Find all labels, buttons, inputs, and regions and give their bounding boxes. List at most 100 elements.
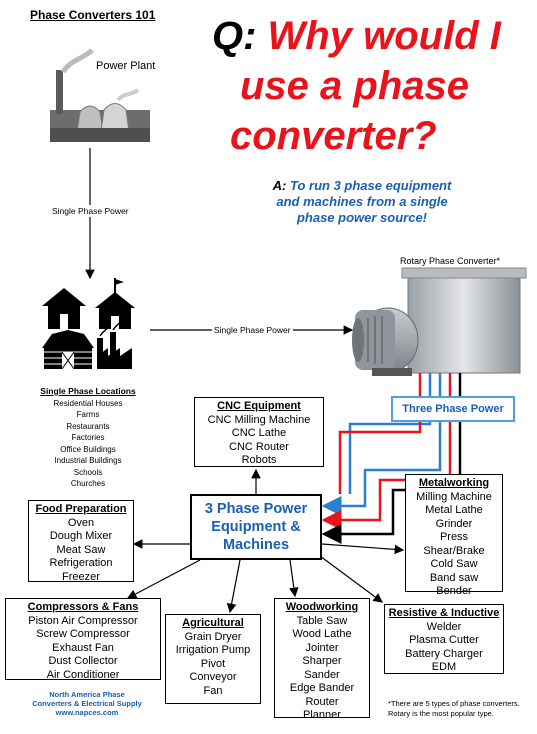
question-line-2: use a phase (240, 64, 470, 108)
wood-item: Table Saw (296, 614, 348, 627)
resistive-heading: Resistive & Inductive (388, 607, 500, 619)
agri-item: Grain Dryer (184, 630, 242, 643)
single-phase-label-vertical: Single Phase Power (52, 205, 129, 217)
central-line-2: Equipment & (211, 519, 301, 535)
footer-website-link[interactable]: www.napces.com (55, 708, 119, 717)
food-item: Dough Mixer (49, 530, 113, 542)
footnote-line-1: *There are 5 types of phase converters. (388, 699, 520, 708)
compressors-fans-box: Compressors & Fans Piston Air Compressor… (5, 598, 161, 681)
cnc-item: CNC Milling Machine (207, 413, 311, 426)
food-item: Meat Saw (56, 543, 106, 556)
metal-item: Milling Machine (416, 490, 492, 503)
location-item: Office Buildings (60, 444, 116, 454)
barn-icon (42, 330, 94, 370)
wire-blue (321, 373, 442, 516)
arrow-to-wood (289, 559, 299, 598)
metal-item: Grinder (435, 517, 473, 530)
metal-item: Press (439, 531, 469, 543)
footnote-line-2: Rotary is the most popular type. (388, 708, 494, 718)
location-item: Residential Houses (53, 398, 123, 408)
location-item: Schools (73, 467, 103, 477)
location-item: Farms (76, 410, 100, 419)
resistive-item: Battery Charger (405, 647, 483, 660)
single-phase-label-horizontal: Single Phase Power (212, 324, 293, 336)
food-item: Refrigeration (49, 557, 113, 569)
location-item: Churches (70, 479, 106, 488)
resistive-inductive-box: Resistive & Inductive Welder Plasma Cutt… (384, 604, 504, 674)
cnc-item: CNC Router (229, 440, 289, 453)
metal-item: Band saw (429, 571, 479, 584)
resistive-item: Welder (426, 620, 462, 633)
house-icon (42, 288, 86, 329)
footer-line-2: Converters & Electrical Supply (32, 699, 142, 708)
arrow-to-compressors (126, 559, 201, 599)
wood-item: Sander (304, 668, 340, 681)
arrow-to-metal (321, 543, 405, 555)
wood-item: Planner (303, 709, 341, 721)
metal-heading: Metalworking (418, 477, 490, 489)
locations-heading: Single Phase Locations (40, 386, 136, 396)
compressors-heading: Compressors & Fans (27, 601, 139, 613)
factory-icon (97, 319, 132, 369)
cnc-heading: CNC Equipment (217, 400, 301, 412)
location-item: Restaurants (66, 421, 110, 431)
answer-text: A: To run 3 phase equipment and machines… (262, 178, 462, 226)
agri-item: Irrigation Pump (175, 644, 251, 656)
question-prefix: Q: (212, 14, 257, 58)
location-item: Factories (71, 433, 105, 442)
cnc-item: CNC Lathe (231, 427, 287, 439)
compressors-item: Air Conditioner (46, 668, 120, 681)
food-item: Oven (67, 516, 95, 529)
wood-item: Sharper (302, 655, 342, 667)
metal-item: Cold Saw (430, 558, 478, 570)
wire-red (321, 373, 452, 530)
question-line-1: Q: Why would I (212, 14, 501, 58)
agricultural-box: Agricultural Grain Dryer Irrigation Pump… (165, 614, 261, 704)
single-phase-locations: Single Phase Locations Residential House… (38, 386, 138, 490)
wood-item: Router (305, 695, 339, 708)
wood-item: Jointer (305, 641, 339, 654)
church-icon (95, 278, 135, 329)
resistive-item: Plasma Cutter (409, 634, 479, 646)
wood-item: Edge Bander (289, 682, 355, 694)
food-preparation-box: Food Preparation Oven Dough Mixer Meat S… (28, 500, 134, 583)
answer-body: To run 3 phase equipment and machines fr… (276, 178, 452, 225)
metal-item: Shear/Brake (423, 544, 485, 557)
agri-item: Pivot (200, 657, 226, 670)
central-equipment-box: 3 Phase Power Equipment & Machines (190, 494, 322, 560)
page-title: Phase Converters 101 (30, 8, 156, 22)
power-plant-label: Power Plant (96, 60, 156, 72)
resistive-item: EDM (431, 661, 457, 673)
wood-heading: Woodworking (285, 601, 359, 613)
three-phase-power-label: Three Phase Power (391, 396, 515, 422)
metal-item: Bender (436, 585, 472, 597)
power-plant-icon (50, 48, 150, 142)
cnc-equipment-box: CNC Equipment CNC Milling Machine CNC La… (194, 397, 324, 467)
question-text-1: Why would I (256, 14, 501, 58)
footnote: *There are 5 types of phase converters. … (388, 699, 537, 718)
rotary-converter-icon (352, 267, 527, 376)
metalworking-box: Metalworking Milling Machine Metal Lathe… (405, 474, 503, 597)
woodworking-box: Woodworking Table Saw Wood Lathe Jointer… (274, 598, 370, 721)
agri-heading: Agricultural (182, 617, 244, 629)
compressors-item: Piston Air Compressor (28, 614, 138, 627)
central-line-1: 3 Phase Power (204, 501, 308, 517)
answer-prefix: A: (272, 178, 287, 193)
rotary-converter-label: Rotary Phase Converter* (400, 256, 501, 266)
agri-item: Conveyor (189, 671, 237, 683)
footer-line-1: North America Phase (49, 690, 125, 699)
cnc-item: Robots (241, 454, 277, 466)
agri-item: Fan (203, 684, 223, 697)
company-footer: North America Phase Converters & Electri… (28, 690, 146, 717)
wood-item: Wood Lathe (292, 628, 352, 640)
wire-black (321, 373, 462, 544)
metal-item: Metal Lathe (425, 504, 483, 516)
compressors-item: Dust Collector (48, 655, 118, 667)
food-heading: Food Preparation (35, 503, 127, 515)
question-line-3: converter? (230, 114, 437, 158)
food-item: Freezer (62, 570, 100, 583)
central-line-3: Machines (222, 537, 290, 553)
compressors-item: Screw Compressor (36, 628, 130, 640)
arrow-to-resistive (319, 555, 383, 603)
